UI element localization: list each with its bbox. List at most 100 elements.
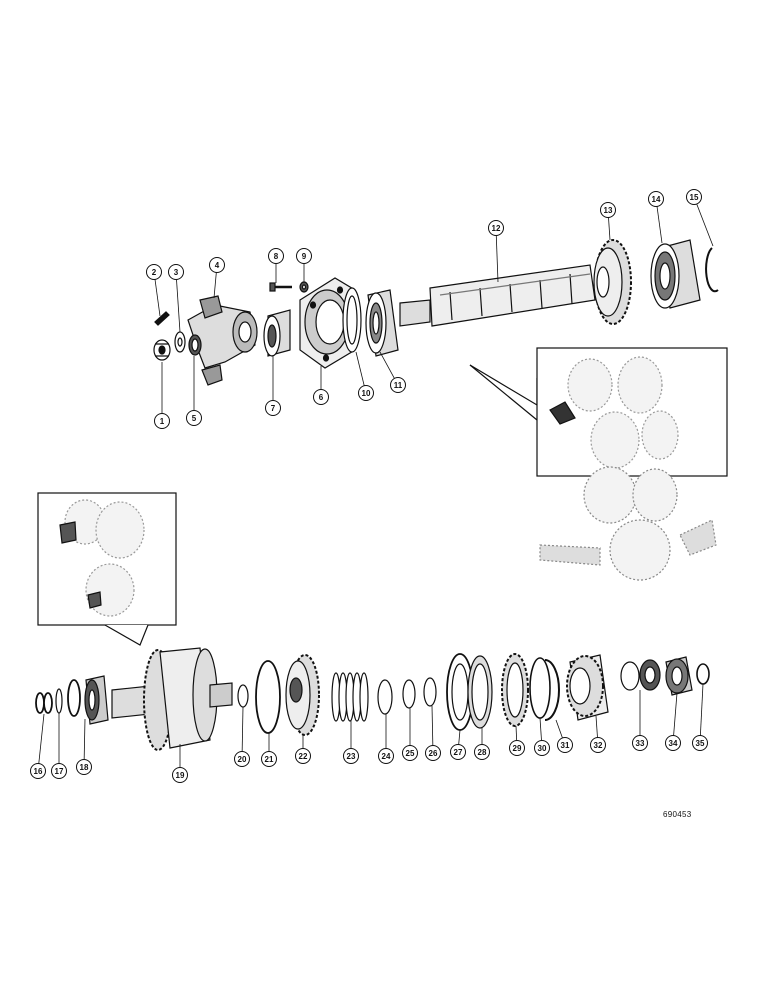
callout-circle bbox=[665, 735, 681, 751]
callout-circle bbox=[686, 189, 702, 205]
upper-inset-view bbox=[469, 347, 728, 477]
callout-8: 8 bbox=[268, 248, 284, 264]
callout-circle bbox=[295, 748, 311, 764]
callout-circle bbox=[76, 759, 92, 775]
roller-bearing bbox=[650, 239, 701, 309]
oil-seal bbox=[263, 309, 291, 357]
callout-circle bbox=[343, 748, 359, 764]
callout-13: 13 bbox=[600, 202, 616, 218]
callout-number: 32 bbox=[594, 741, 603, 750]
ring-pair bbox=[35, 692, 53, 714]
splined-shaft bbox=[399, 264, 596, 327]
callout-number: 12 bbox=[492, 224, 501, 233]
end-snap-ring bbox=[696, 663, 710, 685]
callout-28: 28 bbox=[474, 744, 490, 760]
yoke bbox=[187, 295, 258, 386]
cotter-pin bbox=[154, 311, 170, 326]
callout-number: 28 bbox=[478, 748, 487, 757]
callout-circle bbox=[590, 737, 606, 753]
clutch-drum bbox=[285, 654, 320, 736]
callout-24: 24 bbox=[378, 748, 394, 764]
callout-number: 21 bbox=[265, 755, 274, 764]
callout-number: 2 bbox=[152, 268, 157, 277]
callout-circle bbox=[146, 264, 162, 280]
callout-6: 6 bbox=[313, 389, 329, 405]
callout-number: 7 bbox=[271, 404, 276, 413]
callout-circle bbox=[474, 744, 490, 760]
callout-9: 9 bbox=[296, 248, 312, 264]
callout-circle bbox=[509, 740, 525, 756]
snap-ring-large bbox=[544, 659, 560, 721]
callout-18: 18 bbox=[76, 759, 92, 775]
callout-34: 34 bbox=[665, 735, 681, 751]
callout-circle bbox=[488, 220, 504, 236]
callout-circle bbox=[261, 751, 277, 767]
callout-25: 25 bbox=[402, 745, 418, 761]
lower-shaft-assembly bbox=[35, 647, 710, 751]
callout-number: 34 bbox=[669, 739, 678, 748]
callout-17: 17 bbox=[51, 763, 67, 779]
planetary-carrier bbox=[111, 647, 233, 751]
callout-circle bbox=[234, 751, 250, 767]
callout-circle bbox=[51, 763, 67, 779]
callout-32: 32 bbox=[590, 737, 606, 753]
callout-19: 19 bbox=[172, 767, 188, 783]
callout-circle bbox=[450, 744, 466, 760]
callout-number: 1 bbox=[160, 417, 165, 426]
callout-number: 17 bbox=[55, 767, 64, 776]
bearing-retainer bbox=[299, 277, 356, 369]
ring-and-bearing bbox=[620, 659, 661, 691]
callout-12: 12 bbox=[488, 220, 504, 236]
callout-22: 22 bbox=[295, 748, 311, 764]
callout-33: 33 bbox=[632, 735, 648, 751]
bolt bbox=[269, 282, 292, 292]
callout-14: 14 bbox=[648, 191, 664, 207]
callout-number: 14 bbox=[652, 195, 661, 204]
callout-number: 18 bbox=[80, 763, 89, 772]
callout-circle bbox=[172, 767, 188, 783]
callout-circle bbox=[425, 745, 441, 761]
retaining-ring bbox=[377, 679, 393, 715]
callout-circle bbox=[30, 763, 46, 779]
callout-circle bbox=[268, 248, 284, 264]
callout-number: 26 bbox=[429, 749, 438, 758]
callout-35: 35 bbox=[692, 735, 708, 751]
callout-number: 13 bbox=[604, 206, 613, 215]
callout-number: 8 bbox=[274, 252, 279, 261]
callout-number: 10 bbox=[362, 389, 371, 398]
callout-number: 6 bbox=[319, 393, 324, 402]
callout-number: 22 bbox=[299, 752, 308, 761]
callout-circle bbox=[402, 745, 418, 761]
pressure-plate bbox=[467, 655, 493, 729]
callout-number: 5 bbox=[192, 414, 197, 423]
callout-circle bbox=[390, 377, 406, 393]
callout-21: 21 bbox=[261, 751, 277, 767]
callout-5: 5 bbox=[186, 410, 202, 426]
leader-line-20 bbox=[241, 706, 244, 760]
callout-circle bbox=[296, 248, 312, 264]
callout-circle bbox=[557, 737, 573, 753]
leader-line-35 bbox=[699, 683, 704, 744]
callout-circle bbox=[358, 385, 374, 401]
callout-circle bbox=[648, 191, 664, 207]
callout-number: 29 bbox=[513, 744, 522, 753]
callout-number: 33 bbox=[636, 739, 645, 748]
callout-circle bbox=[168, 264, 184, 280]
thrust-washer bbox=[402, 679, 416, 709]
callout-15: 15 bbox=[686, 189, 702, 205]
callout-circle bbox=[209, 257, 225, 273]
gear bbox=[593, 239, 632, 325]
callout-number: 15 bbox=[690, 193, 699, 202]
callout-10: 10 bbox=[358, 385, 374, 401]
thin-ring bbox=[55, 688, 63, 714]
callout-number: 31 bbox=[561, 741, 570, 750]
callout-29: 29 bbox=[509, 740, 525, 756]
callout-number: 30 bbox=[538, 744, 547, 753]
callout-16: 16 bbox=[30, 763, 46, 779]
leader-line-18 bbox=[83, 718, 86, 768]
callout-26: 26 bbox=[425, 745, 441, 761]
callout-number: 20 bbox=[238, 755, 247, 764]
callout-7: 7 bbox=[265, 400, 281, 416]
spacer-ring bbox=[423, 677, 437, 707]
